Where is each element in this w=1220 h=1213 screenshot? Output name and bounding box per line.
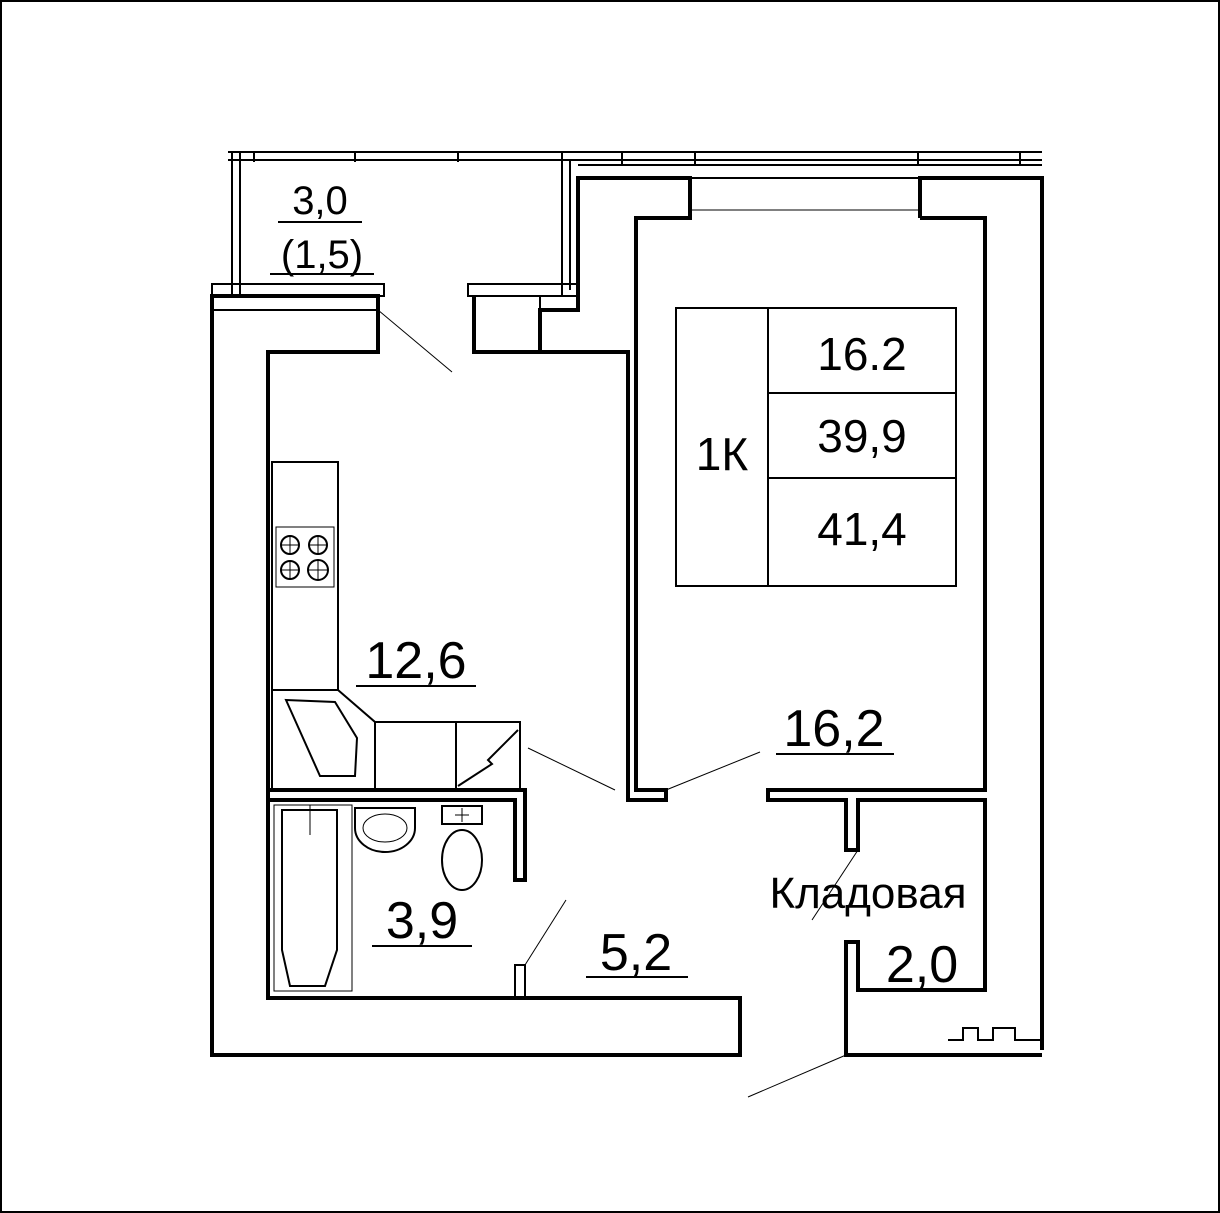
walls (210, 176, 1044, 1057)
electric-arrow-icon (457, 729, 519, 787)
summary-table (675, 307, 957, 587)
storage-label: Кладовая (769, 869, 966, 918)
balcony-reduced-area: (1,5) (281, 233, 363, 277)
kitchen-area: 12,6 (365, 632, 466, 690)
balcony-railing (228, 151, 1042, 296)
total-area: 39,9 (817, 410, 907, 462)
toilet-tank-icon (441, 805, 483, 825)
bathtub-icon (281, 809, 338, 987)
total-area-with-balcony: 41,4 (817, 503, 907, 555)
bedroom-area: 16,2 (783, 700, 884, 758)
stove-burners-icon (280, 535, 329, 581)
bathroom-walls (266, 788, 527, 999)
hallway-area: 5,2 (600, 924, 672, 982)
balcony-area: 3,0 (292, 179, 348, 223)
kitchen-counter (271, 461, 521, 791)
washbasin-icon (354, 807, 416, 853)
bathroom-fixtures (273, 804, 483, 992)
corner-sink-icon (284, 698, 359, 777)
room-count: 1К (696, 428, 749, 480)
toilet-icon (441, 829, 483, 891)
living-area: 16.2 (817, 328, 907, 380)
storage-area: 2,0 (886, 936, 958, 994)
door-swings (377, 309, 859, 1098)
bathroom-area: 3,9 (386, 892, 458, 950)
